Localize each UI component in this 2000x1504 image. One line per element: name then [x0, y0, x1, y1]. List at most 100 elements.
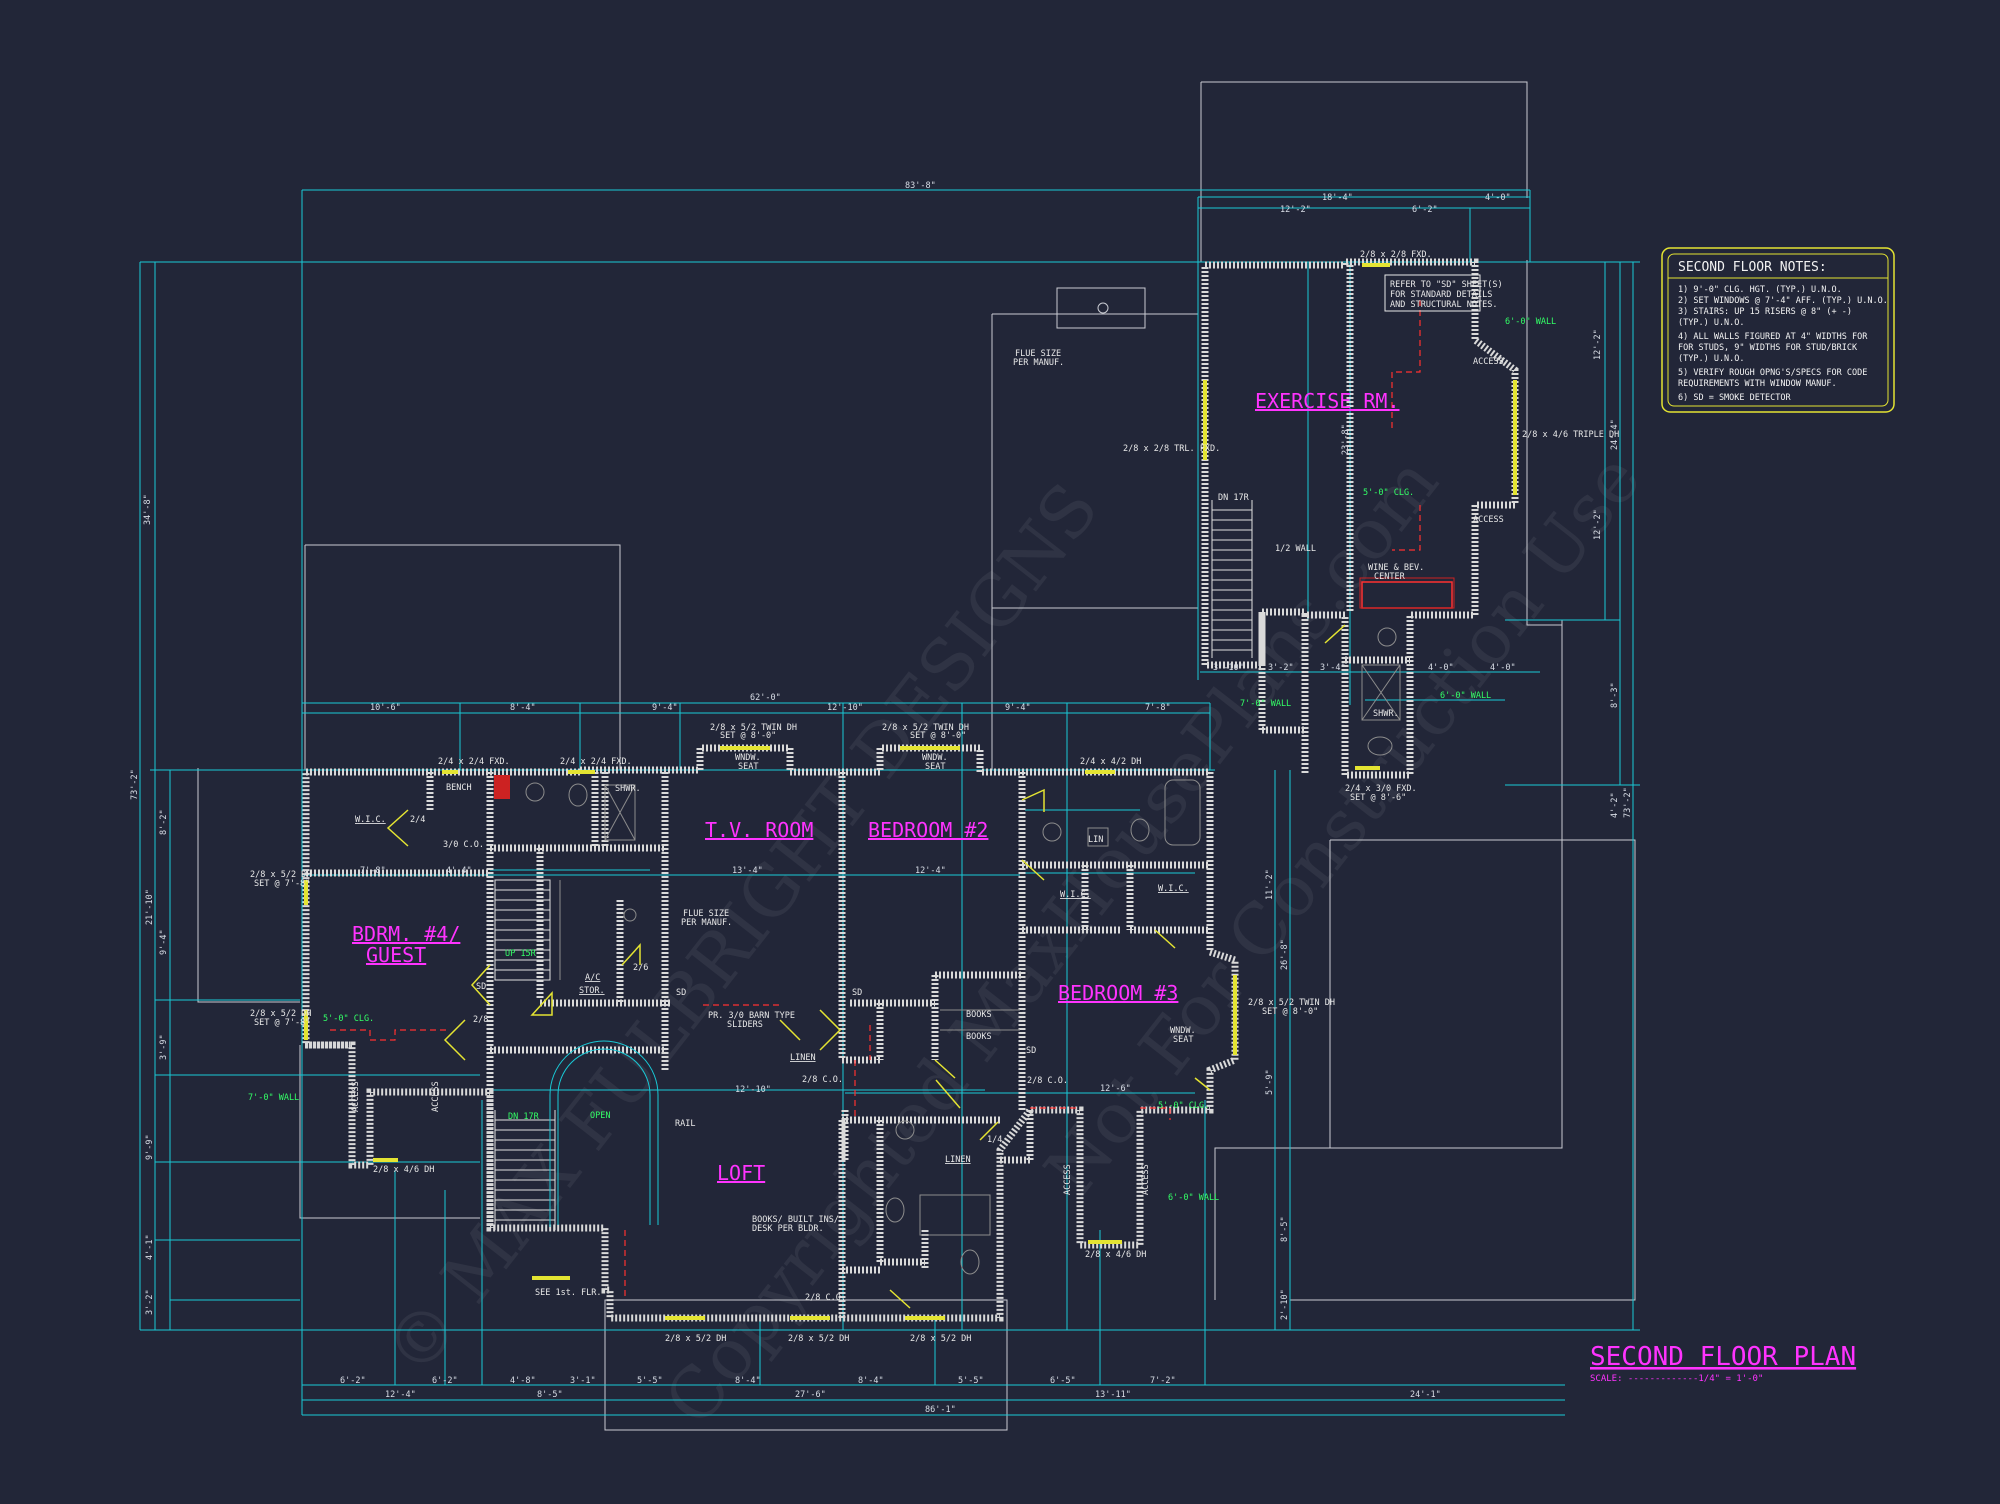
dims-l2-text: 4'-4" [446, 866, 472, 876]
dims-m4-text: 12'-10" [827, 703, 863, 713]
second-floor-notes: SECOND FLOOR NOTES: 1) 9'-0" CLG. HGT. (… [1661, 247, 1895, 413]
fixtures [494, 577, 1455, 1275]
plan-title: SECOND FLOOR PLAN [1590, 1342, 1856, 1372]
labels-dn_ex-text: DN 17R [1218, 493, 1250, 503]
room-lin: LIN [1088, 835, 1103, 845]
dims-r5-text: 2'-10" [1280, 1289, 1290, 1320]
plan-stroke-155 [621, 943, 641, 966]
dims-b5-text: 5'-5" [637, 1376, 663, 1386]
outline-left-porch [197, 768, 300, 1003]
labels-co4-text: 2/8 C.O. [805, 1293, 846, 1303]
dims-c3-text: 27'-6" [795, 1390, 826, 1400]
outline-bottom-porch [604, 1299, 1008, 1431]
plan-stroke-160 [934, 1059, 956, 1079]
plan-stroke-161 [935, 1079, 961, 1109]
dims-right_d-text: 8'-3" [1610, 682, 1620, 708]
labels-win_2_4_a-text: 2/4 x 2/4 FXD. [438, 757, 510, 767]
labels-books1-text: BOOKS [966, 1010, 992, 1020]
dims-ex_bot_3-text: 3'-4" [1320, 663, 1346, 673]
plan-stroke-156 [819, 1009, 842, 1051]
labels-win_b4_2b-text: SET @ 7'-8" [254, 1018, 310, 1028]
dims-bed3_w-text: 12'-6" [1100, 1084, 1131, 1094]
dims-left_main-text: 73'-2" [130, 769, 140, 800]
dims-ex_side-text: 23'-8" [1341, 424, 1351, 455]
labels-up_loft-text: UP 15R [505, 949, 537, 959]
toilet-2 [1130, 818, 1150, 842]
plan-stroke-170 [604, 784, 636, 841]
dims-tv_w-text: 13'-4" [732, 866, 763, 876]
refer-note-line-3: AND STRUCTURAL NOTES. [1390, 300, 1497, 310]
notes-lines-8-text: REQUIREMENTS WITH WINDOW MANUF. [1678, 379, 1837, 389]
outline-right [1214, 620, 1563, 1300]
labels-win_s3-text: 2/8 x 5/2 DH [910, 1334, 971, 1344]
outline-right-bottom [1290, 839, 1636, 1301]
hidden-lines [330, 300, 1453, 1300]
labels-winseat1a-text: WNDW. [735, 753, 761, 763]
labels-bookbuilt1-text: BOOKS/ BUILT INS/ [752, 1215, 839, 1225]
labels-access6-text: ACCESS [1141, 1164, 1151, 1195]
labels-win_twin1a-text: 2/8 x 5/2 TWIN DH [710, 723, 797, 733]
annotations: 2/8 x 2/8 FXD. 2/8 x 2/8 TRL. FXD. 2/8 x… [248, 250, 1619, 1344]
room-ac: A/C [585, 973, 600, 983]
dims-c2-text: 8'-5" [537, 1390, 563, 1400]
notes-lines-2-text: 3) STAIRS: UP 15 RISERS @ 8" (+ -) [1678, 307, 1852, 317]
labels-wall3-text: 7'-0" WALL [248, 1093, 299, 1103]
labels-access5-text: ACCESS [1063, 1164, 1073, 1195]
notes-lines-3-text: (TYP.) U.N.O. [1678, 318, 1745, 328]
windows [304, 263, 1517, 1320]
labels-win_b3b-text: SET @ 8'-0" [1262, 1007, 1318, 1017]
plan-stroke-184 [1361, 664, 1401, 721]
labels-win_twin2b-text: SET @ 8'-0" [910, 731, 966, 741]
room-bed4-line2: GUEST [366, 943, 426, 967]
plan-stroke-162 [979, 1121, 999, 1141]
sink-1 [525, 782, 545, 802]
labels-win_bath2-text: SET @ 8'-6" [1350, 793, 1406, 803]
labels-open-text: OPEN [590, 1111, 610, 1121]
plan-stroke-124 [1391, 300, 1421, 430]
plan-stroke-166 [779, 1019, 801, 1041]
notes-lines-6-text: (TYP.) U.N.O. [1678, 354, 1745, 364]
labels-win_twin2a-text: 2/8 x 5/2 TWIN DH [882, 723, 969, 733]
dimension-texts: 83'-8" 18'-4" 12'-2" 6'-2" 4'-0" 62'-0" … [130, 181, 1633, 1415]
dims-right_b-text: 12'-2" [1593, 509, 1603, 540]
dims-b8-text: 5'-5" [958, 1376, 984, 1386]
labels-winseat2a-text: WNDW. [922, 753, 948, 763]
room-linen-2: LINEN [945, 1155, 971, 1165]
labels-door_24-text: 2/4 [410, 815, 425, 825]
dims-ex_bot_2-text: 3'-2" [1268, 663, 1294, 673]
stair-rail-arc [549, 1040, 659, 1227]
dims-r3-text: 5'-9" [1265, 1069, 1275, 1095]
dims-r4-text: 8'-5" [1280, 1216, 1290, 1242]
dims-l1-text: 7'-8" [360, 866, 386, 876]
labels-shwr1-text: SHWR. [1373, 709, 1399, 719]
shower-1 [604, 784, 636, 841]
labels-win_b3a-text: 2/8 x 5/2 TWIN DH [1248, 998, 1335, 1008]
labels-bookbuilt2-text: DESK PER BLDR. [752, 1224, 824, 1234]
dims-c5-text: 24'-1" [1410, 1390, 1441, 1400]
outline-right-upper [1526, 260, 1562, 626]
dims-b2-text: 6'-2" [432, 1376, 458, 1386]
sink-3 [895, 1120, 915, 1140]
labels-winseat1b-text: SEAT [738, 762, 758, 772]
labels-door_14-text: 1/4 [987, 1135, 1002, 1145]
room-bed2: BEDROOM #2 [868, 818, 988, 842]
dims-l6-text: 3'-9" [159, 1034, 169, 1060]
refer-note-line-1: REFER TO "SD" SHEET(S) [1390, 280, 1503, 290]
toilet-5 [1367, 736, 1393, 756]
labels-sd1-text: SD [476, 982, 486, 992]
labels-win_b4_1a-text: 2/8 x 5/2 DH [250, 870, 311, 880]
dims-l5-text: 9'-4" [159, 929, 169, 955]
labels-sd2-text: SD [676, 988, 686, 998]
labels-win_ex_right-text: 2/8 x 4/6 TRIPLE DH [1522, 430, 1619, 440]
dims-l4-text: 21'-10" [145, 889, 155, 925]
labels-rail-text: RAIL [675, 1119, 695, 1129]
toilet-4 [960, 1249, 980, 1275]
access-vertical: ACCESS ACCESS ACCESS ACCESS [351, 1081, 1151, 1195]
plan-stroke-163 [889, 1289, 911, 1309]
dims-ex_a-text: 12'-2" [1280, 205, 1311, 215]
plan-stroke-126 [330, 1029, 450, 1041]
plan-stroke-194 [1667, 253, 1889, 407]
notes-lines-4-text: 4) ALL WALLS FIGURED AT 4" WIDTHS FOR [1678, 332, 1868, 342]
doors [386, 624, 1346, 1309]
room-stor: STOR. [579, 986, 605, 996]
